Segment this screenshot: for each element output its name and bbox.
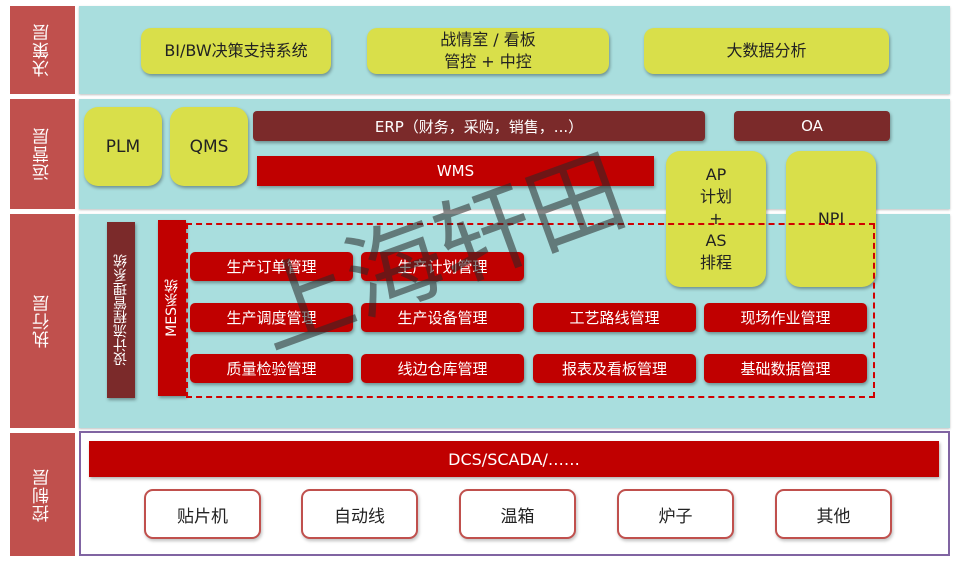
device-furnace: 炉子 <box>617 489 734 539</box>
ap-line-2: 计划 <box>699 187 732 206</box>
device-other: 其他 <box>775 489 892 539</box>
ap-line-5: 排程 <box>699 253 732 272</box>
module-production-plan: 生产计划管理 <box>361 252 524 281</box>
war-room-box: 战情室 / 看板 管控 + 中控 <box>367 28 609 74</box>
module-production-dispatch: 生产调度管理 <box>190 303 353 332</box>
device-smt-machine: 贴片机 <box>144 489 261 539</box>
layer-label-control: 控制层 <box>10 433 75 556</box>
bi-bw-box: BI/BW决策支持系统 <box>141 28 331 74</box>
module-line-warehouse: 线边仓库管理 <box>361 354 524 383</box>
ap-as-box: AP 计划 + AS 排程 <box>666 151 766 287</box>
wms-bar: WMS <box>257 156 654 186</box>
mes-dashed-boundary <box>186 223 875 398</box>
dcs-scada-bar: DCS/SCADA/…… <box>89 441 939 477</box>
module-field-operation: 现场作业管理 <box>704 303 867 332</box>
module-process-route: 工艺路线管理 <box>533 303 696 332</box>
mes-bar: MES系统 <box>158 220 186 396</box>
plm-box: PLM <box>84 107 162 186</box>
device-thermal-chamber: 温箱 <box>459 489 576 539</box>
module-production-order: 生产订单管理 <box>190 252 353 281</box>
layer-label-operation: 运营层 <box>10 99 75 209</box>
qms-box: QMS <box>170 107 248 186</box>
layer-label-execution: 执行层 <box>10 214 75 428</box>
device-automatic-line: 自动线 <box>301 489 418 539</box>
layer-label-decision: 决策层 <box>10 6 75 94</box>
ap-line-4: AS <box>705 231 727 250</box>
module-quality-inspection: 质量检验管理 <box>190 354 353 383</box>
big-data-box: 大数据分析 <box>644 28 889 74</box>
module-base-data: 基础数据管理 <box>704 354 867 383</box>
ap-line-1: AP <box>705 165 727 184</box>
erp-bar: ERP（财务，采购，销售，...） <box>253 111 705 141</box>
module-reports-dashboard: 报表及看板管理 <box>533 354 696 383</box>
module-equipment: 生产设备管理 <box>361 303 524 332</box>
oa-bar: OA <box>734 111 890 141</box>
design-flow-bar: 设计流程管理系统 <box>107 222 135 398</box>
